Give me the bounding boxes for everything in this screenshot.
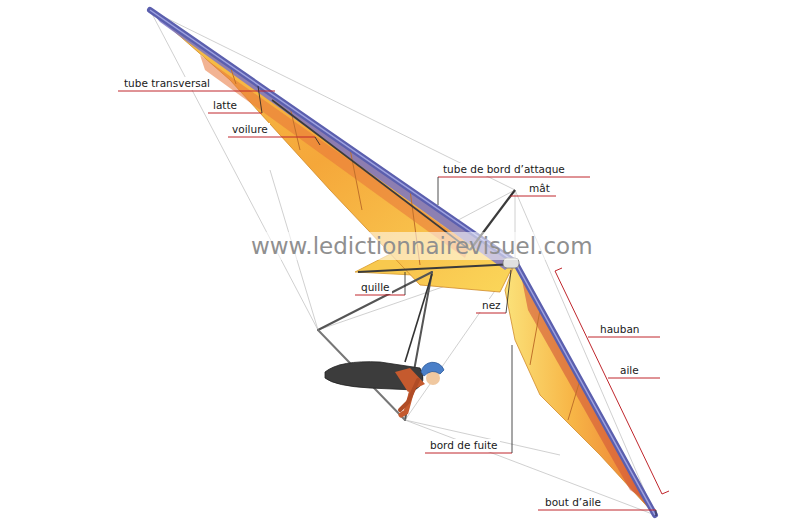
underline [538, 510, 656, 511]
pilot-helmet [421, 362, 444, 376]
wire [150, 10, 318, 330]
leading-edge-tube [150, 10, 655, 515]
part-label: latte [211, 99, 239, 112]
underline [510, 196, 556, 197]
wire [405, 420, 560, 455]
leader-line [510, 192, 514, 196]
leader-line [405, 272, 406, 295]
part-label: tube de bord d’attaque [441, 163, 567, 176]
leader-line [315, 137, 320, 145]
leader-lines [258, 86, 656, 516]
keel [358, 264, 515, 272]
underline [438, 177, 590, 178]
underline [476, 313, 506, 314]
leader-line [438, 177, 439, 205]
pilot-torso [395, 368, 425, 392]
underline [608, 378, 660, 379]
leader-line [506, 270, 511, 313]
batten [530, 310, 540, 365]
part-label: tube transversal [122, 77, 212, 90]
part-label: bout d’aile [543, 496, 603, 509]
part-label: quille [359, 281, 392, 294]
rigging-wires [150, 10, 655, 515]
part-label: hauban [598, 323, 642, 336]
underline [588, 337, 660, 338]
leading-edge-highlight [150, 10, 655, 515]
downtube [318, 272, 432, 330]
part-label: bord de fuite [428, 439, 500, 452]
batten [568, 380, 580, 420]
leader-line [656, 510, 657, 516]
left-wing-stripe [200, 55, 470, 258]
underline [425, 453, 512, 454]
control-frame [318, 272, 432, 420]
underline [228, 137, 315, 138]
underline [118, 91, 275, 92]
part-label: aile [618, 364, 641, 377]
underline [208, 113, 262, 114]
part-label: voilure [230, 123, 270, 136]
underline [355, 295, 405, 296]
leader-line [512, 345, 513, 453]
part-label: nez [480, 299, 503, 312]
hang-strap [405, 274, 432, 362]
bracket [555, 268, 669, 494]
label-underlines [118, 91, 669, 510]
part-label: mât [527, 182, 552, 195]
pilot-arm [400, 380, 418, 410]
watermark: www.ledictionnairevisuel.com [248, 232, 596, 260]
leader-line [258, 86, 262, 113]
